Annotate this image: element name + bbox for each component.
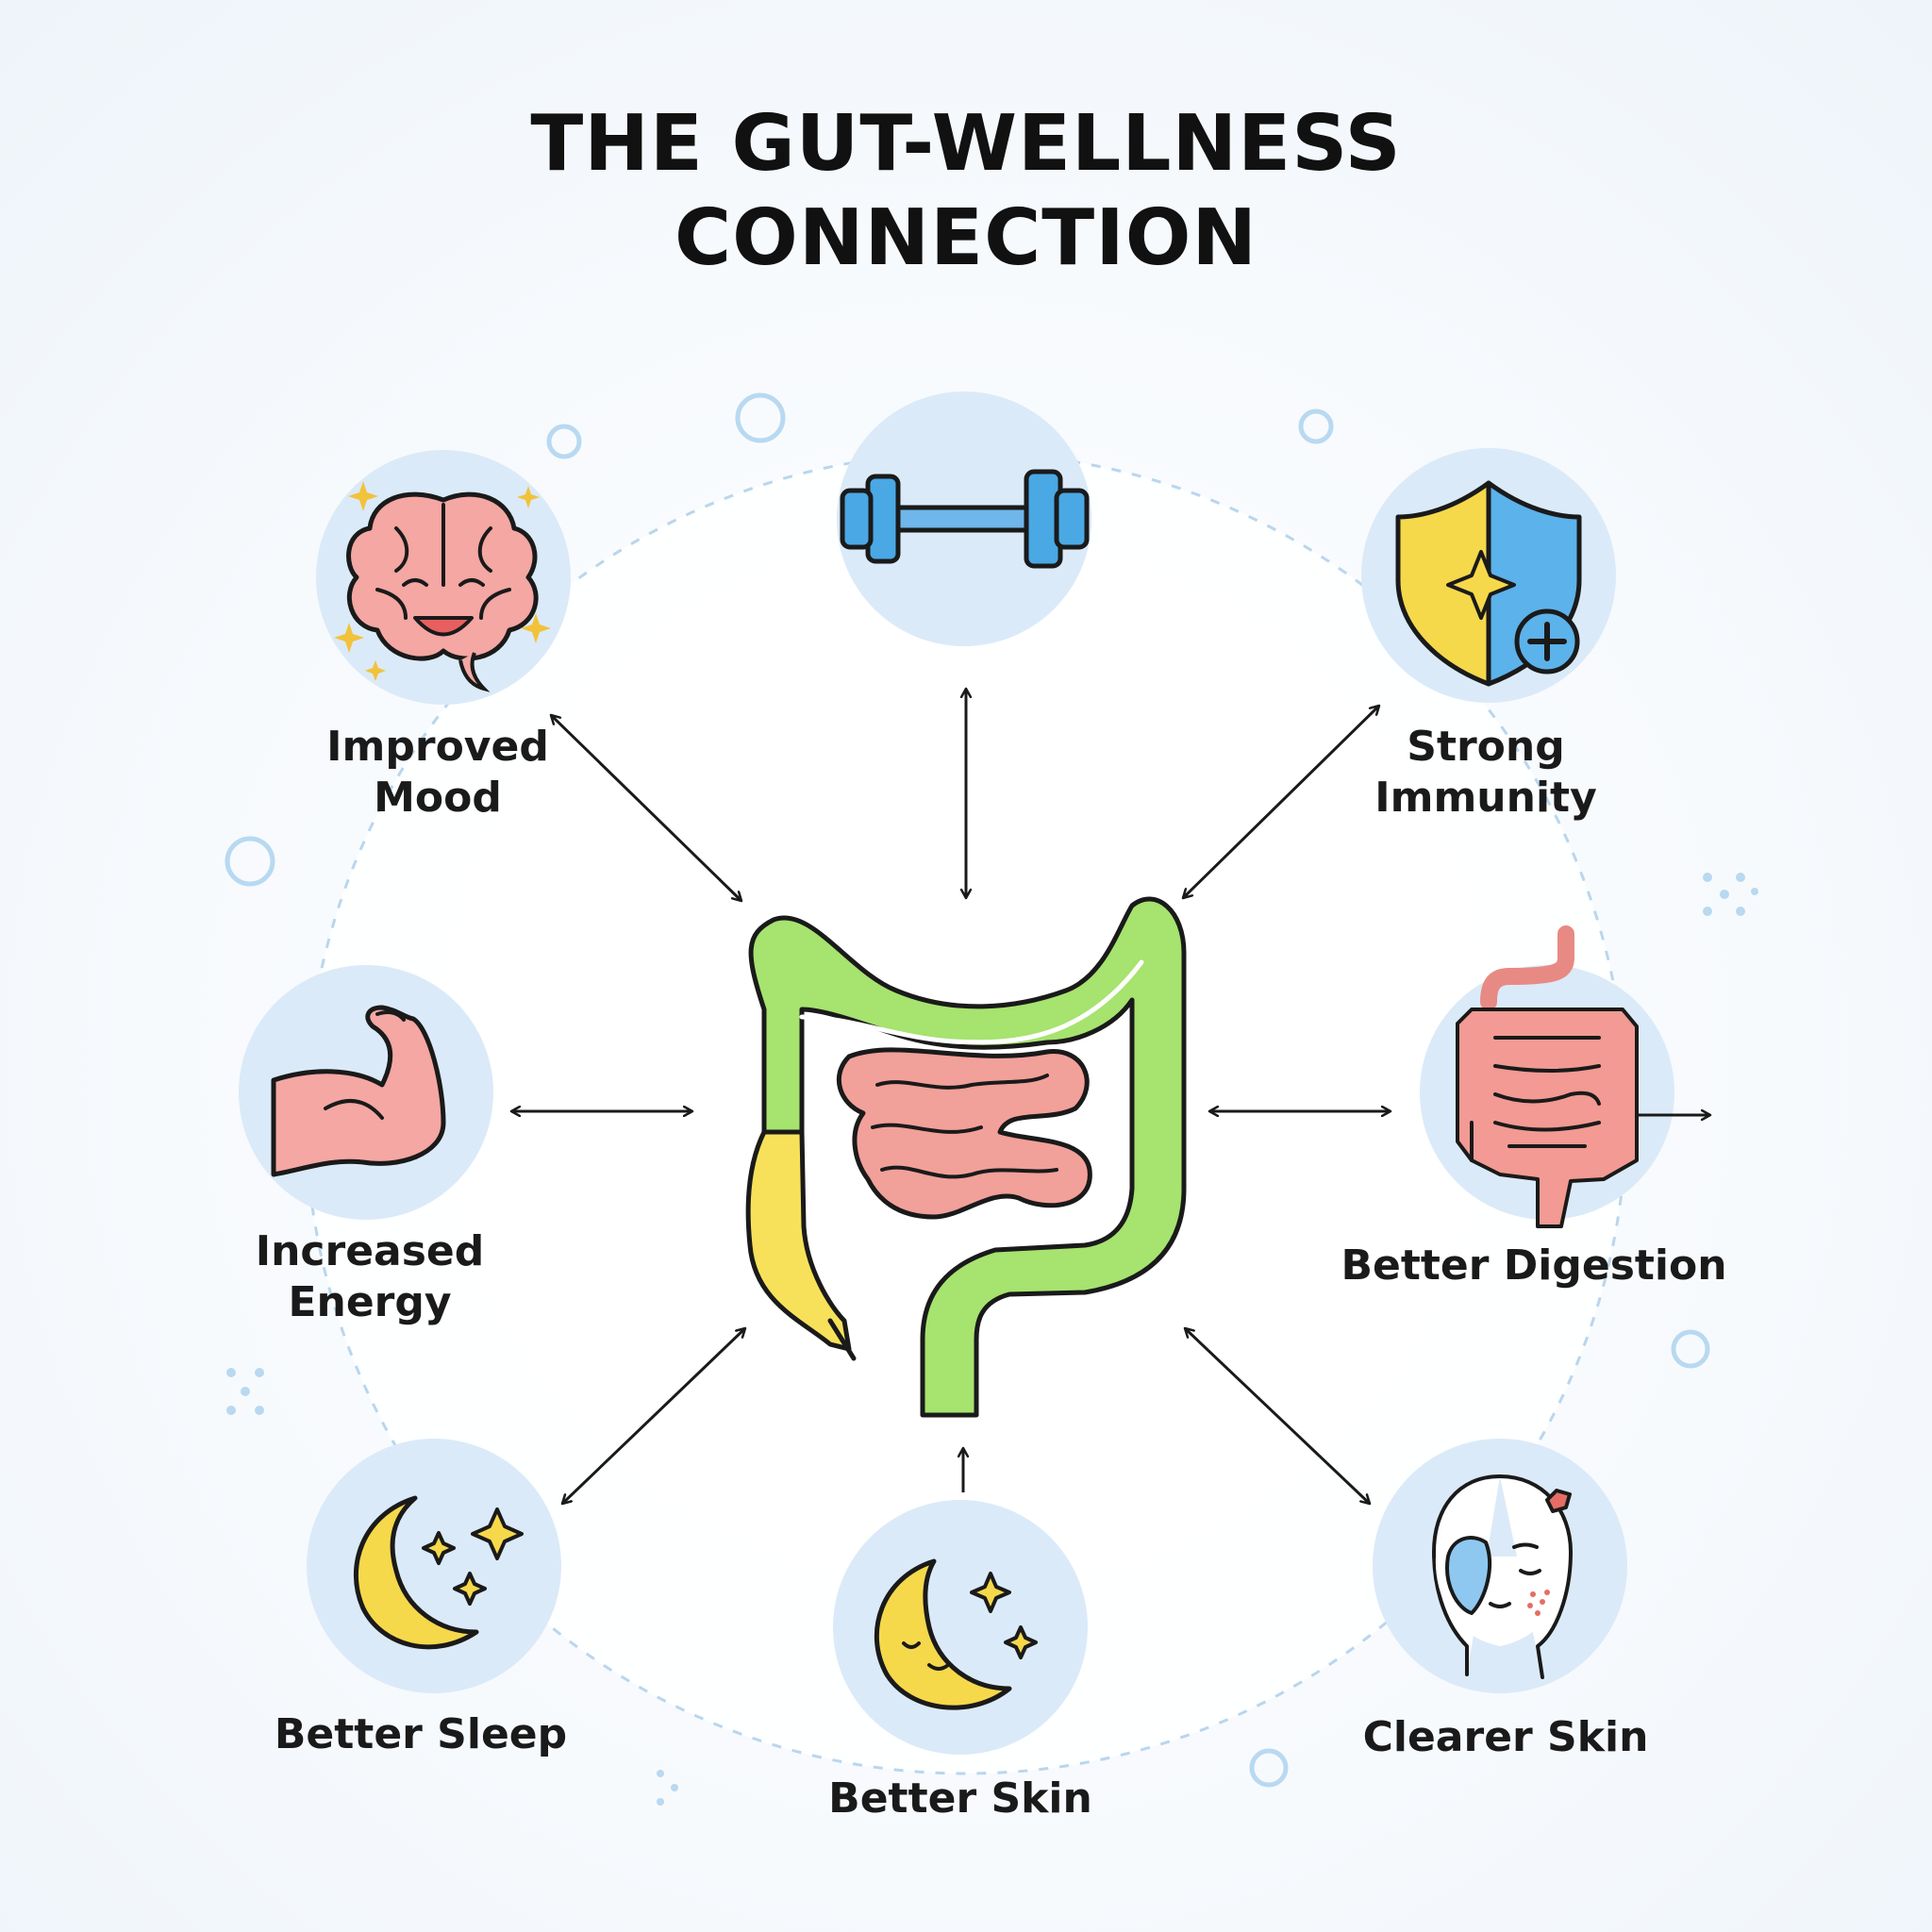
label-strong-immunity-line-2: Immunity — [1374, 774, 1597, 822]
label-improved-mood: Improved Mood — [326, 722, 549, 824]
label-clearer-skin-line-1: Clearer Skin — [1362, 1713, 1649, 1761]
label-increased-energy-line-1: Increased — [255, 1227, 485, 1275]
label-increased-energy-line-2: Energy — [288, 1278, 452, 1326]
page-title-line-1: THE GUT-WELLNESS — [530, 99, 1402, 189]
sleeping-moon-icon — [874, 1558, 1038, 1710]
flexed-arm-icon — [271, 1005, 446, 1177]
label-better-digestion-line-1: Better Digestion — [1341, 1241, 1727, 1290]
label-improved-mood-line-2: Mood — [374, 774, 502, 822]
moon-stars-icon — [353, 1495, 524, 1650]
smiling-brain-icon — [334, 481, 551, 692]
label-improved-mood-line-1: Improved — [326, 723, 549, 771]
arrow-mood — [551, 715, 741, 901]
arrow-sleep-diag — [562, 1328, 745, 1504]
label-better-skin-line-1: Better Skin — [828, 1774, 1092, 1823]
node-circle-better-skin — [833, 1500, 1088, 1755]
page-title-line-2: CONNECTION — [674, 193, 1258, 283]
label-better-skin: Better Skin — [828, 1774, 1092, 1824]
label-better-sleep: Better Sleep — [275, 1709, 567, 1760]
label-increased-energy: Increased Energy — [256, 1226, 485, 1328]
intestines-icon — [1456, 925, 1639, 1228]
face-skincare-icon — [1432, 1474, 1573, 1679]
decorative-sparkle-dots — [226, 873, 1758, 1806]
connection-arrows — [511, 689, 1710, 1504]
label-clearer-skin: Clearer Skin — [1363, 1712, 1649, 1763]
label-strong-immunity-line-1: Strong — [1407, 723, 1565, 771]
label-better-sleep-line-1: Better Sleep — [274, 1710, 568, 1758]
dumbbell-icon — [840, 469, 1090, 569]
node-circle-sleep — [307, 1439, 561, 1693]
arrow-clearer-skin — [1185, 1328, 1370, 1504]
label-strong-immunity: Strong Immunity — [1374, 722, 1597, 824]
decorative-bubbles — [225, 392, 1710, 1788]
label-better-digestion: Better Digestion — [1341, 1241, 1726, 1291]
arrow-immunity — [1183, 706, 1379, 898]
shield-plus-icon — [1395, 480, 1582, 687]
digestive-tract-icon — [745, 896, 1187, 1418]
